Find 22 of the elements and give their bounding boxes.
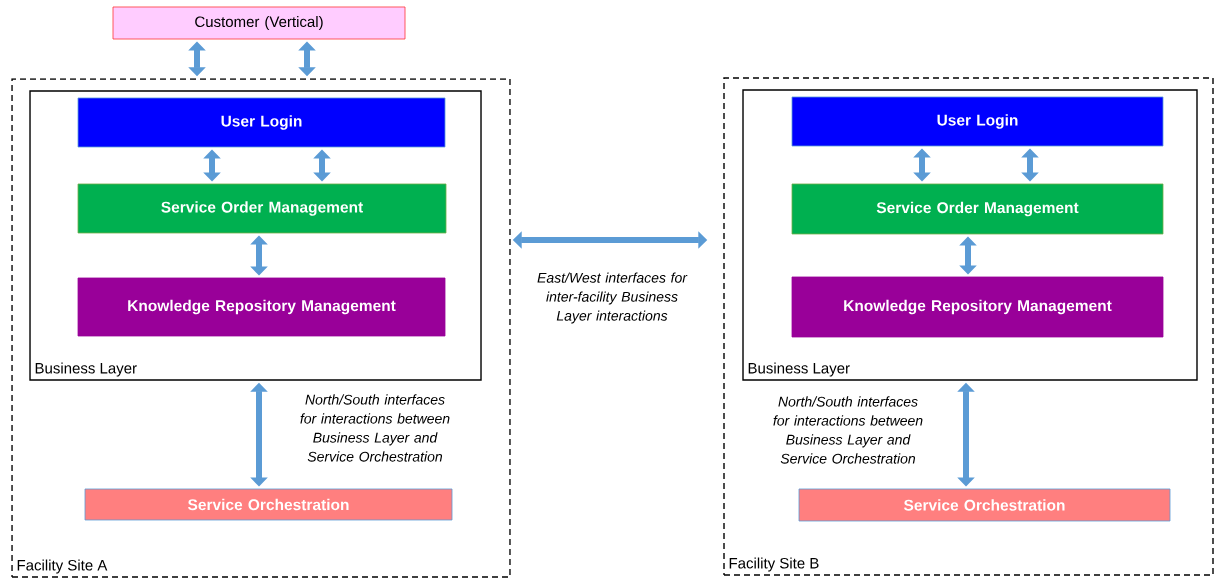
module-box: Service Orchestration (84, 488, 453, 521)
module-box: User Login (77, 97, 446, 148)
module-box: Service Order Management (791, 183, 1164, 235)
double-arrow (250, 235, 268, 276)
module-box: User Login (791, 96, 1164, 147)
module-box: Service Order Management (77, 183, 447, 234)
double-arrow (959, 236, 977, 275)
layer-label: Business Layer (35, 362, 137, 377)
site-label: Facility Site B (729, 557, 819, 572)
double-arrow (313, 149, 331, 182)
layer-label: Business Layer (748, 362, 850, 377)
module-box: Knowledge Repository Management (77, 277, 446, 337)
interface-note: North/South interfaces for interactions between Business Layer and Service Orchestration (279, 393, 471, 463)
module-box: Knowledge Repository Management (791, 276, 1164, 338)
interface-note: North/South interfaces for interactions between Business Layer and Service Orchestration (752, 395, 944, 465)
customer-box: Customer (Vertical) (112, 6, 406, 40)
interface-note: East/West interfaces for inter-facility Business Layer interactions (531, 271, 693, 325)
site-label: Facility Site A (17, 559, 108, 574)
double-arrow (1021, 148, 1039, 182)
module-box: Service Orchestration (798, 488, 1171, 522)
double-arrow (203, 149, 221, 182)
double-arrow (913, 148, 931, 182)
